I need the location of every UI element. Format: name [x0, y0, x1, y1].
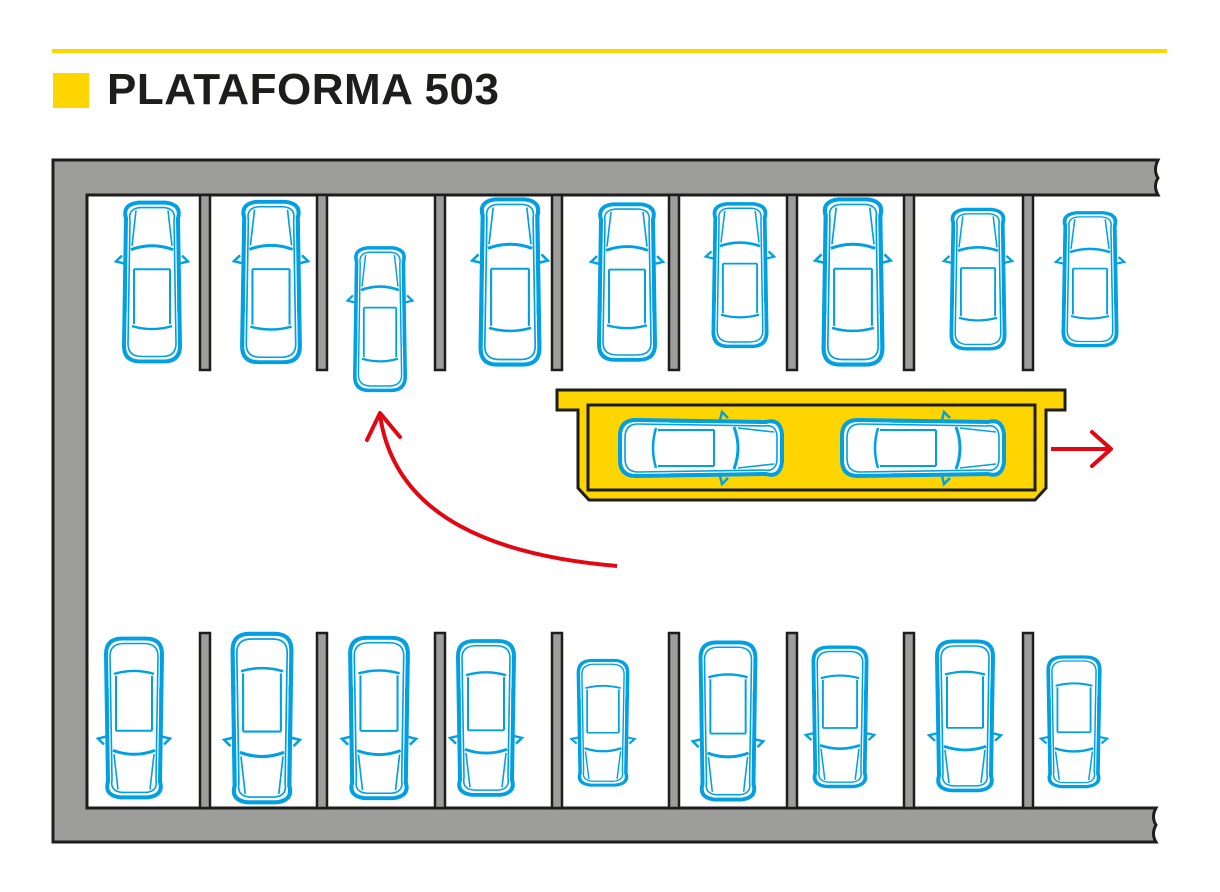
top-row-cars [114, 199, 1127, 393]
pillar [1021, 193, 1035, 372]
bottom-pillars [198, 631, 1035, 810]
pillar [902, 631, 916, 810]
pillar [433, 193, 447, 372]
parked-car [1039, 655, 1109, 789]
parked-car [234, 202, 308, 362]
parked-car [703, 201, 777, 349]
pillar [667, 631, 681, 810]
pillar [550, 193, 564, 372]
pillar [433, 631, 447, 810]
pillar [785, 631, 799, 810]
pillar [667, 193, 681, 372]
parked-car [815, 199, 891, 364]
parked-car [114, 200, 190, 364]
pillar [198, 631, 212, 810]
top-pillars [198, 193, 1035, 372]
header-rule [52, 49, 1167, 53]
pillar [550, 631, 564, 810]
parked-car [927, 639, 1003, 793]
bottom-row-cars [96, 634, 1109, 802]
parked-car [1053, 210, 1127, 348]
parked-car [96, 636, 172, 800]
parked-car [589, 202, 665, 362]
curved-arrow-icon [365, 411, 618, 568]
parked-car [941, 207, 1015, 351]
parking-platform [555, 388, 1067, 502]
parked-car [690, 640, 766, 802]
parked-car [803, 645, 877, 789]
page-title: PLATAFORMA 503 [107, 65, 500, 114]
pillar [198, 193, 212, 372]
platform-car-1 [618, 410, 784, 486]
pillar [902, 193, 916, 372]
wall [51, 158, 1161, 844]
car-being-parked [345, 246, 415, 393]
parked-car [448, 639, 524, 797]
parked-car [224, 634, 300, 802]
pillar [785, 193, 799, 372]
pillar [315, 631, 329, 810]
pillar [315, 193, 329, 372]
pillar [1021, 631, 1035, 810]
title-marker [53, 73, 89, 108]
parked-car [569, 658, 637, 787]
parked-car [342, 638, 416, 798]
platform-car-2 [840, 410, 1006, 486]
parked-car [472, 199, 548, 364]
arrow-right-icon [1051, 430, 1113, 468]
